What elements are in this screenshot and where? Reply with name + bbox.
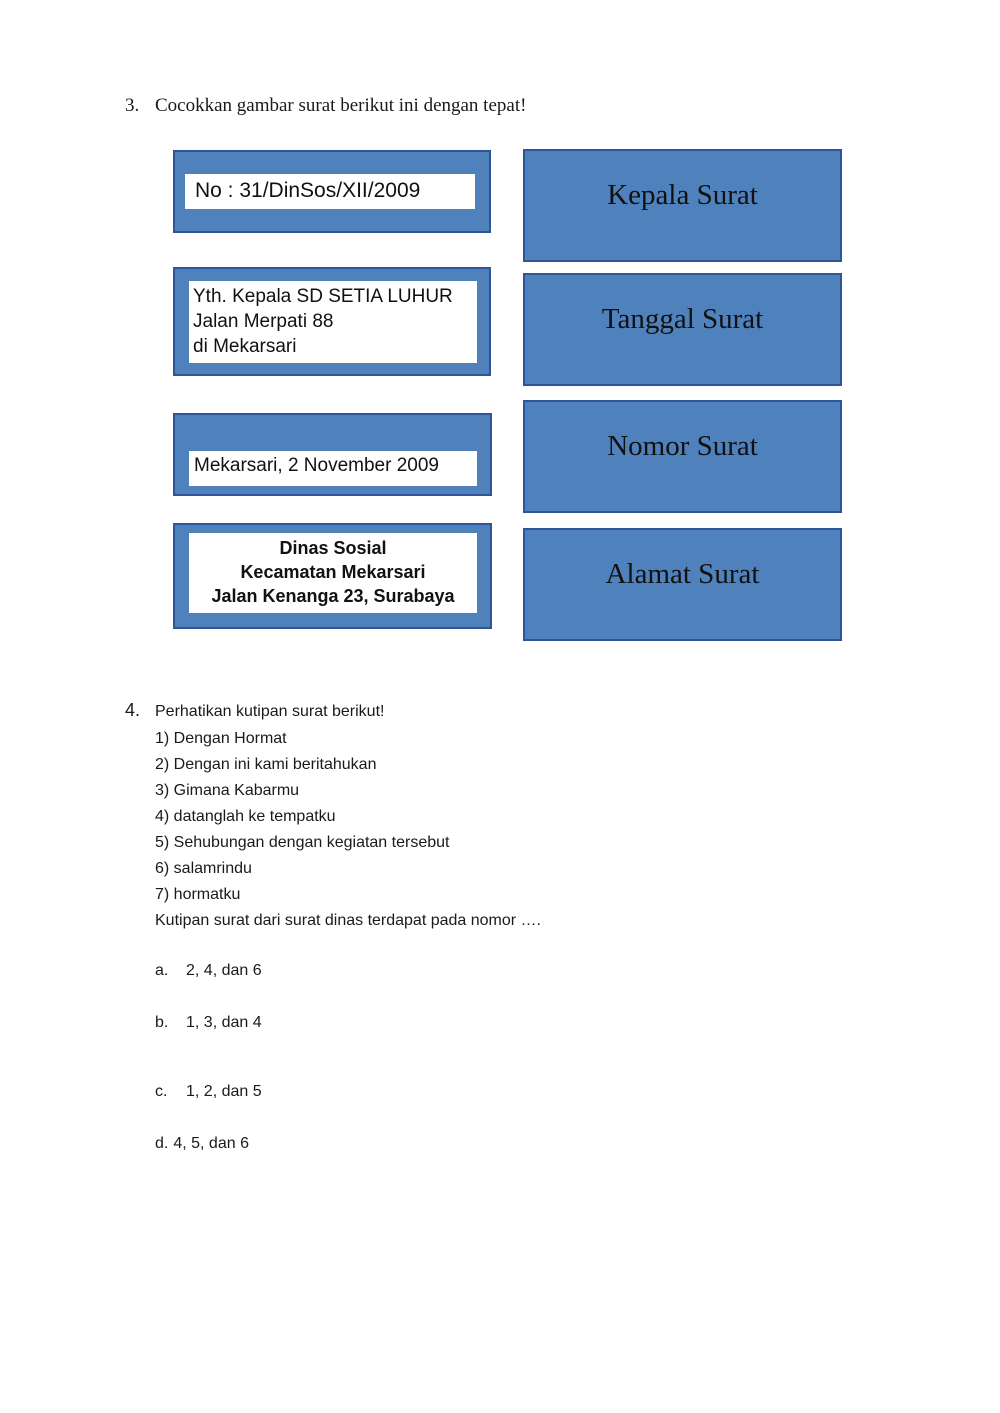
question-4-question: Kutipan surat dari surat dinas terdapat … [155,912,541,929]
drop-target-label: Nomor Surat [607,430,758,462]
question-3-text: Cocokkan gambar surat berikut ini dengan… [155,95,527,116]
drop-target-tanggal-surat[interactable]: Tanggal Surat [523,273,842,386]
option-text: 2, 4, dan 6 [186,962,262,979]
drop-target-kepala-surat[interactable]: Kepala Surat [523,149,842,262]
card-tanggal-content: Mekarsari, 2 November 2009 [189,451,477,486]
quote-item: 3) Gimana Kabarmu [155,782,300,799]
card-nomor-content: No : 31/DinSos/XII/2009 [185,174,475,209]
option-letter: d. [155,1135,169,1152]
quote-item: 5) Sehubungan dengan kegiatan tersebut [155,834,450,851]
drop-target-nomor-surat[interactable]: Nomor Surat [523,400,842,513]
question-3-prompt: 3. Cocokkan gambar surat berikut ini deng… [125,95,526,117]
option-letter: c. [155,1083,168,1100]
card-alamat-line: Yth. Kepala SD SETIA LUHUR [193,286,453,307]
option-letter: b. [155,1014,169,1031]
card-alamat-line: Jalan Merpati 88 [193,311,334,332]
option-letter: a. [155,962,169,979]
card-kepala-content: Dinas Sosial Kecamatan Mekarsari Jalan K… [189,533,477,613]
question-3-number: 3. [125,95,140,116]
draggable-card-nomor[interactable]: No : 31/DinSos/XII/2009 [173,150,491,233]
question-4-number: 4. [125,700,141,720]
drop-target-label: Tanggal Surat [601,303,764,335]
quote-item: 7) hormatku [155,886,241,903]
card-kepala-line: Dinas Sosial [279,538,387,558]
drop-target-label: Alamat Surat [605,558,760,590]
draggable-card-alamat[interactable]: Yth. Kepala SD SETIA LUHUR Jalan Merpati… [173,267,491,376]
quote-item: 4) datanglah ke tempatku [155,808,336,825]
quote-item: 1) Dengan Hormat [155,730,287,747]
answer-option-c[interactable]: c. 1, 2, dan 5 [155,1083,262,1101]
option-text: 1, 3, dan 4 [186,1014,262,1031]
answer-option-b[interactable]: b. 1, 3, dan 4 [155,1014,262,1032]
card-tanggal-text: Mekarsari, 2 November 2009 [194,455,439,476]
question-4-prompt: Perhatikan kutipan surat berikut! [155,703,385,720]
card-kepala-line: Jalan Kenanga 23, Surabaya [211,586,455,606]
answer-option-a[interactable]: a. 2, 4, dan 6 [155,962,262,980]
option-text: 1, 2, dan 5 [186,1083,262,1100]
card-alamat-content: Yth. Kepala SD SETIA LUHUR Jalan Merpati… [189,281,477,363]
card-alamat-line: di Mekarsari [193,336,297,357]
option-text: 4, 5, dan 6 [173,1135,249,1152]
drop-target-label: Kepala Surat [607,179,758,211]
draggable-card-kepala[interactable]: Dinas Sosial Kecamatan Mekarsari Jalan K… [173,523,492,629]
draggable-card-tanggal[interactable]: Mekarsari, 2 November 2009 [173,413,492,496]
answer-option-d[interactable]: d.4, 5, dan 6 [155,1135,249,1153]
card-kepala-line: Kecamatan Mekarsari [240,562,426,582]
quote-item: 6) salamrindu [155,860,252,877]
card-nomor-text: No : 31/DinSos/XII/2009 [195,179,421,202]
quote-item: 2) Dengan ini kami beritahukan [155,756,377,773]
drop-target-alamat-surat[interactable]: Alamat Surat [523,528,842,641]
